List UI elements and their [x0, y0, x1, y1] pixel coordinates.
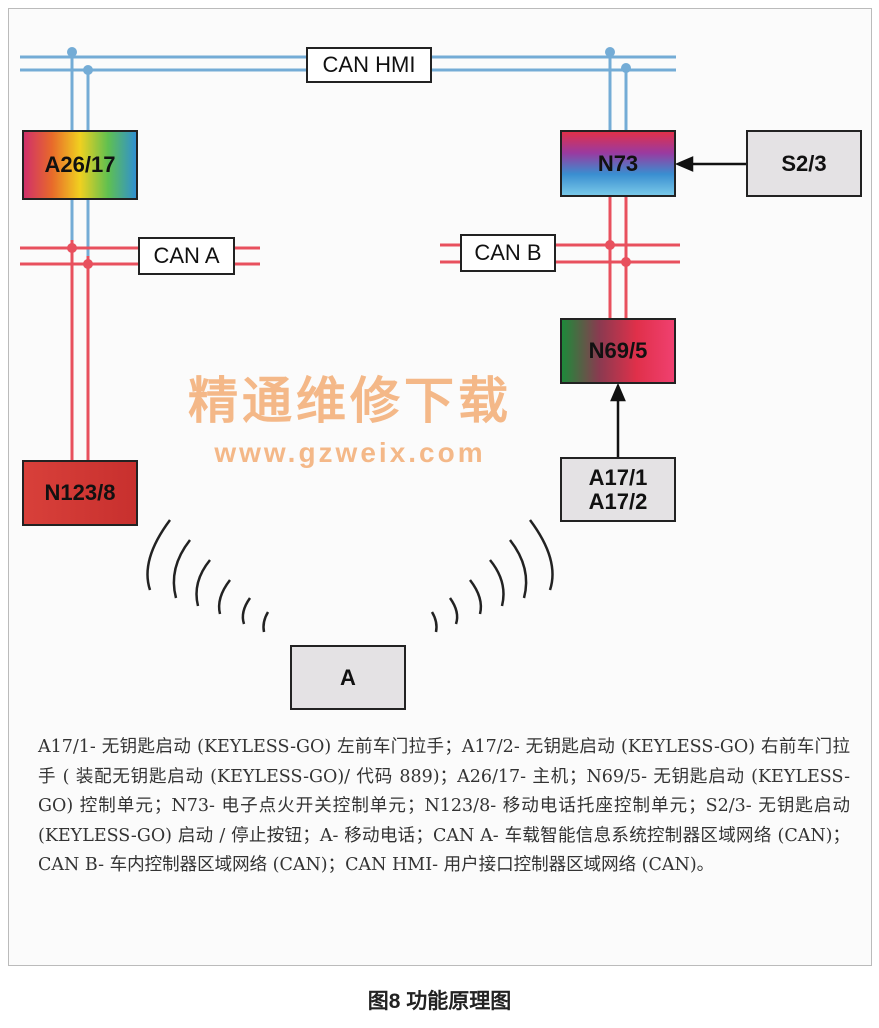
can-b-label: CAN B: [460, 234, 556, 272]
can-hmi-label: CAN HMI: [306, 47, 432, 83]
a17-2-label: A17/2: [588, 488, 648, 514]
can-a-label: CAN A: [138, 237, 235, 275]
component-n73: N73: [560, 130, 676, 197]
wireless-waves-right: [430, 519, 554, 633]
component-n123-8: N123/8: [22, 460, 138, 526]
a17-1-label: A17/1: [588, 464, 648, 490]
component-a-mobile-phone: A: [290, 645, 406, 710]
watermark-cn: 精通维修下载: [188, 373, 512, 429]
component-n69-5: N69/5: [560, 318, 676, 384]
component-a26-17: A26/17: [22, 130, 138, 200]
diagram-frame: [8, 8, 872, 966]
bus-lines: [20, 47, 746, 633]
component-s2-3: S2/3: [746, 130, 862, 197]
watermark-url: www.gzweix.com: [214, 437, 486, 468]
component-a17: A17/1 A17/2: [560, 457, 676, 522]
wireless-waves-left: [146, 519, 270, 633]
legend-caption: A17/1- 无钥匙启动 (KEYLESS-GO) 左前车门拉手；A17/2- …: [38, 737, 850, 875]
figure-title: 图8 功能原理图: [367, 990, 512, 1013]
